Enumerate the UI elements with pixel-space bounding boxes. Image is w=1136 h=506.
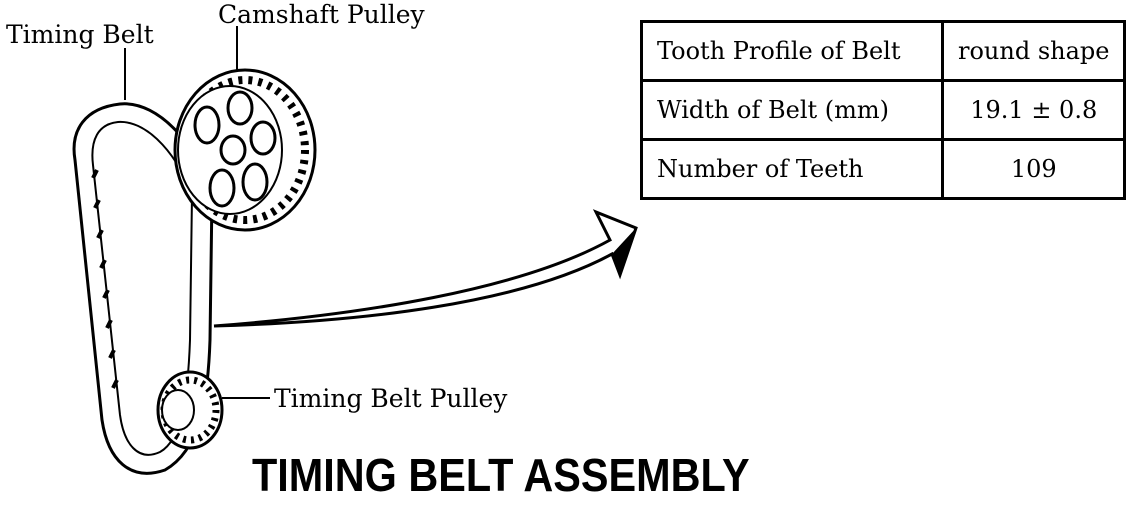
timing-belt-spec-table: Tooth Profile of Belt round shape Width … (640, 20, 1127, 200)
spec-parameter: Width of Belt (mm) (640, 79, 944, 141)
table-row: Width of Belt (mm) 19.1 ± 0.8 (640, 79, 1127, 141)
spec-value: 19.1 ± 0.8 (940, 79, 1127, 141)
camshaft-pulley (173, 68, 317, 232)
belt-teeth (91, 169, 119, 389)
spec-parameter: Tooth Profile of Belt (640, 20, 944, 82)
label-timing-belt-pulley: Timing Belt Pulley (274, 384, 508, 413)
table-row: Tooth Profile of Belt round shape (640, 20, 1127, 82)
spec-value: round shape (940, 20, 1127, 82)
pointer-arrow (213, 209, 638, 328)
table-row: Number of Teeth 109 (640, 138, 1127, 200)
spec-parameter: Number of Teeth (640, 138, 944, 200)
label-camshaft-pulley: Camshaft Pulley (218, 0, 425, 29)
label-timing-belt: Timing Belt (6, 20, 154, 49)
spec-value: 109 (940, 138, 1127, 200)
timing-belt-pulley (156, 370, 224, 450)
diagram-title: TIMING BELT ASSEMBLY (252, 449, 750, 501)
